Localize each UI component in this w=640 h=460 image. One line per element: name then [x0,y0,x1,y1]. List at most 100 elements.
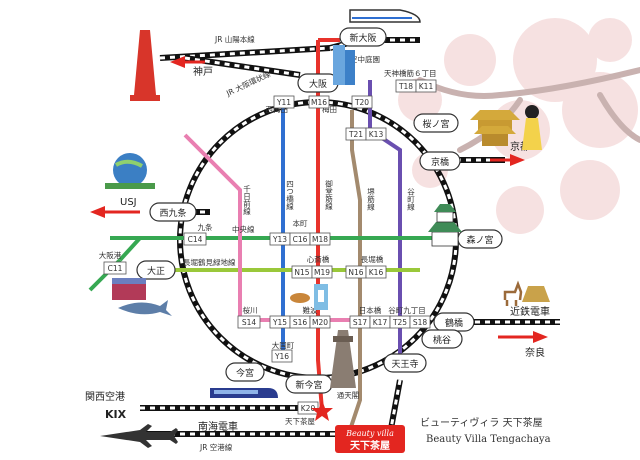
svg-text:Y15: Y15 [272,318,287,327]
svg-text:森ノ宮: 森ノ宮 [466,234,493,246]
code-c14: C14 [183,232,207,246]
label-shinsaibashi: 心斎橋 [307,254,330,264]
station-momodani[interactable]: 桃谷 [421,329,463,349]
label-umeda: 梅田 [322,104,337,114]
station-kyobashi[interactable]: 京橋 [419,151,461,171]
code-s17: S17 [349,315,371,329]
station-shin-imamiya[interactable]: 新今宮 [285,374,333,394]
osaka-castle-icon [428,204,462,247]
label-sennichimae-line: 千日前線 [242,184,251,216]
svg-text:K13: K13 [369,130,384,139]
svg-text:S14: S14 [242,318,257,327]
code-n15: N15 [291,265,313,279]
hotel-badge-en: Beauty villa [345,429,394,438]
station-taisho[interactable]: 大正 [136,260,176,280]
svg-text:Y16: Y16 [274,352,289,361]
svg-text:K20: K20 [301,404,316,413]
label-nipponbashi: 日本橋 [359,305,382,315]
airplane-icon [100,424,178,448]
usj-arrow-icon [90,206,140,218]
label-tsutenkaku: 通天閣 [337,390,360,400]
code-y13: Y13 [269,232,291,246]
label-nishi-umeda: 西梅田 [266,104,289,114]
label-jr-loop: JR 大阪環状線 [224,69,272,99]
station-sakuranomiya[interactable]: 桜ノ宮 [413,113,459,133]
label-sakuragawa: 桜川 [243,305,258,315]
svg-text:N16: N16 [348,268,363,277]
label-nankai: 南海電車 [198,420,238,433]
sky-building-icon [333,45,355,85]
label-jr-kuko: JR 空港線 [199,442,233,452]
svg-text:大正: 大正 [147,265,165,277]
code-t18: T18 [395,79,417,93]
label-tanimachi9: 谷町九丁目 [388,306,426,315]
code-m19: M19 [311,265,333,279]
tanimachi-line [368,80,402,360]
label-osakako: 大阪港 [99,250,122,260]
label-kobe: 神戸 [193,65,213,78]
sakaisuji-line [348,110,362,431]
label-midosuji-line: 御堂筋線 [324,179,333,211]
station-tennoji[interactable]: 天王寺 [383,353,427,373]
svg-text:T20: T20 [354,98,369,107]
code-s18: S18 [409,315,431,329]
label-namba: 難波 [303,305,318,315]
svg-text:C11: C11 [108,264,123,273]
code-t21: T21 [345,127,367,141]
train-icon [210,388,278,398]
station-imamiya[interactable]: 今宮 [225,362,265,382]
code-c11: C11 [103,261,127,275]
hotel-name-en: Beauty Villa Tengachaya [426,434,551,445]
label-kujo: 九条 [198,222,213,232]
code-k16: K16 [365,265,387,279]
svg-text:T25: T25 [392,318,407,327]
svg-text:鶴橋: 鶴橋 [445,317,463,329]
code-y15: Y15 [269,315,291,329]
geisha-icon [522,105,542,150]
label-sakaisuji-line: 堺筋線 [366,187,375,211]
label-tenjinbashi: 天神橋筋６丁目 [384,68,437,78]
code-m20: M20 [309,315,331,329]
code-t25: T25 [389,315,411,329]
code-s14: S14 [237,315,261,329]
svg-text:西九条: 西九条 [159,207,186,219]
label-nagahoribashi: 長堀橋 [361,254,384,264]
label-nara: 奈良 [525,346,545,359]
code-y16: Y16 [271,349,293,363]
code-c16: C16 [289,232,311,246]
station-shin-osaka[interactable]: 新大阪 [339,27,387,47]
svg-text:T18: T18 [398,82,413,91]
svg-text:N15: N15 [294,268,309,277]
code-m16: M16 [308,95,330,109]
nara-arrow-icon [498,331,548,343]
golden-pavilion-icon [470,110,520,146]
code-y11: Y11 [273,95,295,109]
station-tsuruhashi[interactable]: 鶴橋 [433,312,475,332]
label-kix: KIX [105,408,127,421]
deer-icon [503,280,523,306]
svg-text:K17: K17 [373,318,388,327]
svg-text:桃谷: 桃谷 [433,334,451,346]
kobe-tower-icon [130,30,160,101]
whale-shark-icon [118,300,172,316]
hotel-location-icon [311,400,333,421]
label-tanimachi-line: 谷町線 [406,188,415,211]
svg-text:桜ノ宮: 桜ノ宮 [422,118,449,130]
svg-text:C14: C14 [188,235,203,244]
code-s16: S16 [289,315,311,329]
station-osaka[interactable]: 大阪 [297,73,339,93]
station-morinomiya[interactable]: 森ノ宮 [457,229,503,249]
station-nishikujo[interactable]: 西九条 [149,202,197,222]
label-chuo-line: 中央線 [232,224,255,234]
svg-text:M19: M19 [314,268,330,277]
label-kix-jp: 関西空港 [85,390,125,403]
svg-text:新大阪: 新大阪 [349,32,376,44]
svg-text:今宮: 今宮 [236,367,254,379]
shinkansen-icon [349,9,421,23]
code-m18: M18 [309,232,331,246]
svg-text:京橋: 京橋 [431,156,449,168]
svg-text:大阪: 大阪 [309,78,327,90]
hotel-badge[interactable]: Beauty villa 天下茶屋 [335,425,405,453]
label-yotsubashi-line: 四つ橋線 [285,180,294,211]
